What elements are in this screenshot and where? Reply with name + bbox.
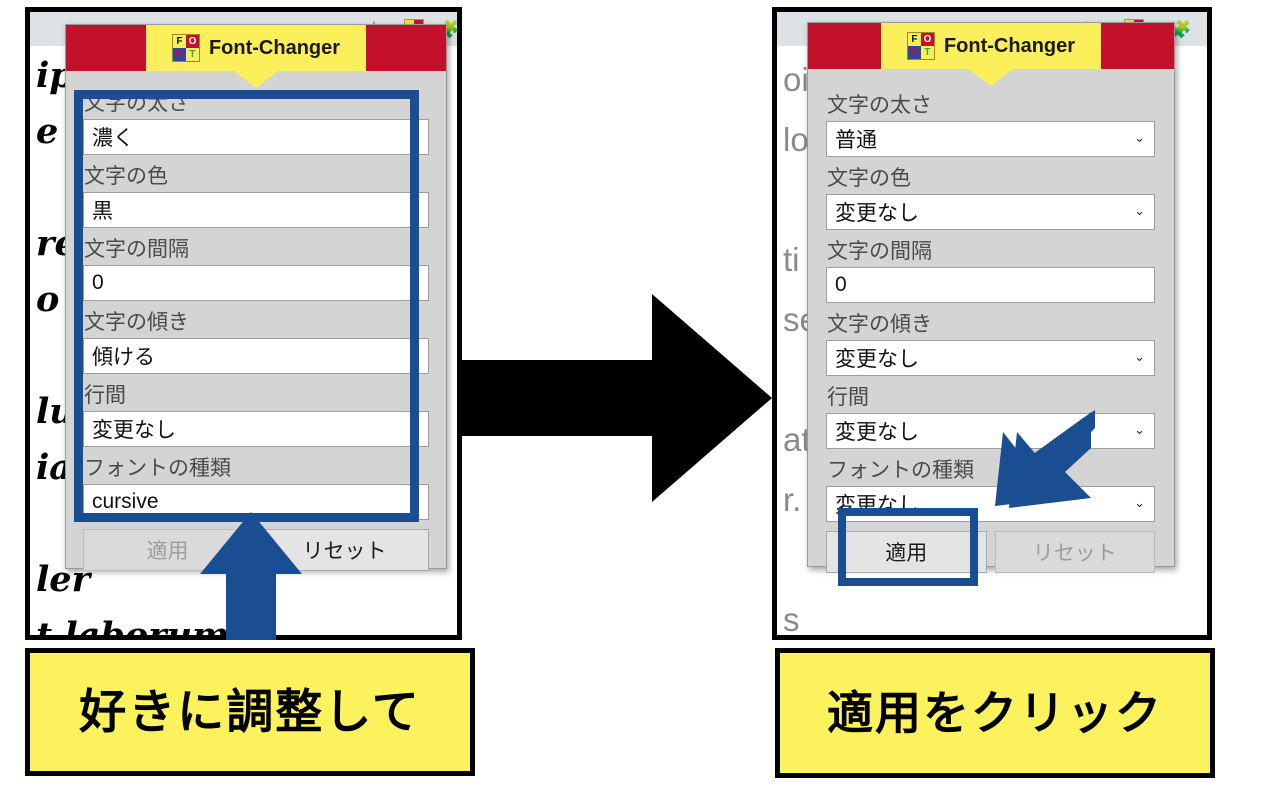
after-screenshot-frame: ★ 🧩 ois lo ti se at r. s orum F O: [772, 7, 1212, 640]
chevron-down-icon: ⌄: [408, 420, 419, 436]
logo-cell-t: T: [185, 48, 199, 61]
select-value-font-color: 黒: [92, 200, 113, 223]
popup-button-row: 適用 リセット: [826, 531, 1155, 573]
before-screenshot-frame: ★ 🧩 ipi e e rer o o lup iat ler t laboru…: [25, 7, 462, 640]
chevron-down-icon: ⌄: [1134, 130, 1145, 146]
reset-button[interactable]: リセット: [994, 531, 1155, 573]
field-label-letter-spacing: 文字の間隔: [827, 240, 932, 263]
chevron-down-icon: ⌄: [408, 347, 419, 363]
logo-cell-f: F: [172, 35, 186, 48]
field-label-font-family: フォントの種類: [84, 457, 231, 480]
select-value-font-style: 変更なし: [835, 348, 919, 371]
chevron-down-icon: ⌄: [408, 128, 419, 144]
field-font-style: 文字の傾き 傾ける ⌄: [83, 310, 429, 374]
popup-header: F O N T Font-Changer: [808, 23, 1174, 69]
field-font-weight: 文字の太さ 濃く ⌄: [83, 91, 429, 155]
popup-title: Font-Changer: [208, 36, 341, 59]
field-letter-spacing: 文字の間隔 0: [83, 237, 429, 301]
select-line-height[interactable]: 変更なし ⌄: [83, 411, 429, 447]
caption-left-text: 好きに調整して: [79, 684, 421, 740]
select-value-font-weight: 濃く: [92, 127, 134, 150]
popup-header: F O N T Font-Changer: [66, 25, 446, 71]
select-value-font-weight: 普通: [835, 129, 877, 152]
field-font-weight: 文字の太さ 普通 ⌄: [826, 93, 1155, 157]
chevron-down-icon: ⌄: [408, 493, 419, 509]
font-changer-logo-icon: F O N T: [171, 34, 200, 62]
select-value-line-height: 変更なし: [835, 421, 919, 444]
select-value-font-color: 変更なし: [835, 202, 919, 225]
input-value-letter-spacing: 0: [92, 271, 104, 294]
field-label-font-weight: 文字の太さ: [84, 92, 189, 115]
field-font-color: 文字の色 変更なし ⌄: [826, 166, 1155, 230]
field-label-line-height: 行間: [84, 384, 126, 407]
popup-header-badge: F O N T Font-Changer: [880, 23, 1102, 69]
chevron-down-icon: ⌄: [1134, 203, 1145, 219]
logo-cell-f: F: [907, 33, 921, 46]
input-value-letter-spacing: 0: [835, 273, 847, 296]
field-letter-spacing: 文字の間隔 0: [826, 239, 1155, 303]
field-label-font-family: フォントの種類: [827, 459, 974, 482]
logo-cell-n: N: [172, 48, 186, 61]
select-value-font-style: 傾ける: [92, 346, 155, 369]
field-label-font-weight: 文字の太さ: [827, 94, 932, 117]
font-changer-logo-icon: F O N T: [906, 32, 935, 60]
logo-cell-n: N: [907, 46, 921, 59]
apply-button[interactable]: 適用: [826, 531, 987, 573]
popup-body: 文字の太さ 普通 ⌄ 文字の色 変更なし ⌄ 文字の間隔: [808, 69, 1174, 587]
select-value-font-family: 変更なし: [835, 494, 919, 517]
logo-cell-t: T: [920, 46, 934, 59]
logo-cell-o: O: [920, 33, 934, 46]
right-arrow-icon: [462, 294, 772, 502]
select-font-weight[interactable]: 濃く ⌄: [83, 119, 429, 155]
chevron-down-icon: ⌄: [1134, 495, 1145, 511]
up-arrow-icon: [200, 512, 302, 640]
select-line-height[interactable]: 変更なし ⌄: [826, 413, 1155, 449]
select-value-line-height: 変更なし: [92, 419, 176, 442]
select-font-weight[interactable]: 普通 ⌄: [826, 121, 1155, 157]
select-font-style[interactable]: 変更なし ⌄: [826, 340, 1155, 376]
field-label-font-color: 文字の色: [84, 165, 168, 188]
select-font-color[interactable]: 変更なし ⌄: [826, 194, 1155, 230]
field-font-style: 文字の傾き 変更なし ⌄: [826, 312, 1155, 376]
input-letter-spacing[interactable]: 0: [83, 265, 429, 301]
caption-left: 好きに調整して: [25, 648, 475, 776]
popup-body: 文字の太さ 濃く ⌄ 文字の色 黒 ⌄ 文字の間隔 0: [66, 71, 446, 585]
field-line-height: 行間 変更なし ⌄: [83, 383, 429, 447]
select-font-style[interactable]: 傾ける ⌄: [83, 338, 429, 374]
select-font-color[interactable]: 黒 ⌄: [83, 192, 429, 228]
field-label-font-style: 文字の傾き: [827, 313, 932, 336]
popup-title: Font-Changer: [943, 34, 1076, 57]
chevron-down-icon: ⌄: [1134, 422, 1145, 438]
logo-cell-o: O: [185, 35, 199, 48]
field-label-font-style: 文字の傾き: [84, 311, 189, 334]
chevron-down-icon: ⌄: [1134, 349, 1145, 365]
field-line-height: 行間 変更なし ⌄: [826, 385, 1155, 449]
input-letter-spacing[interactable]: 0: [826, 267, 1155, 303]
caption-right: 適用をクリック: [775, 648, 1215, 778]
puzzle-piece-icon[interactable]: 🧩: [1170, 19, 1192, 39]
chevron-down-icon: ⌄: [408, 201, 419, 217]
field-font-family: フォントの種類 cursive ⌄: [83, 456, 429, 520]
select-value-font-family: cursive: [92, 490, 159, 513]
field-label-font-color: 文字の色: [827, 167, 911, 190]
field-font-color: 文字の色 黒 ⌄: [83, 164, 429, 228]
popup-header-badge: F O N T Font-Changer: [145, 25, 367, 71]
caption-right-text: 適用をクリック: [827, 686, 1163, 740]
font-changer-popup-before: F O N T Font-Changer 文字の太さ 濃く ⌄: [65, 24, 447, 571]
font-changer-popup-after: F O N T Font-Changer 文字の太さ 普通 ⌄: [807, 22, 1175, 573]
diagonal-arrow-icon: [995, 410, 1095, 508]
field-label-letter-spacing: 文字の間隔: [84, 238, 189, 261]
field-label-line-height: 行間: [827, 386, 869, 409]
field-font-family: フォントの種類 変更なし ⌄: [826, 458, 1155, 522]
